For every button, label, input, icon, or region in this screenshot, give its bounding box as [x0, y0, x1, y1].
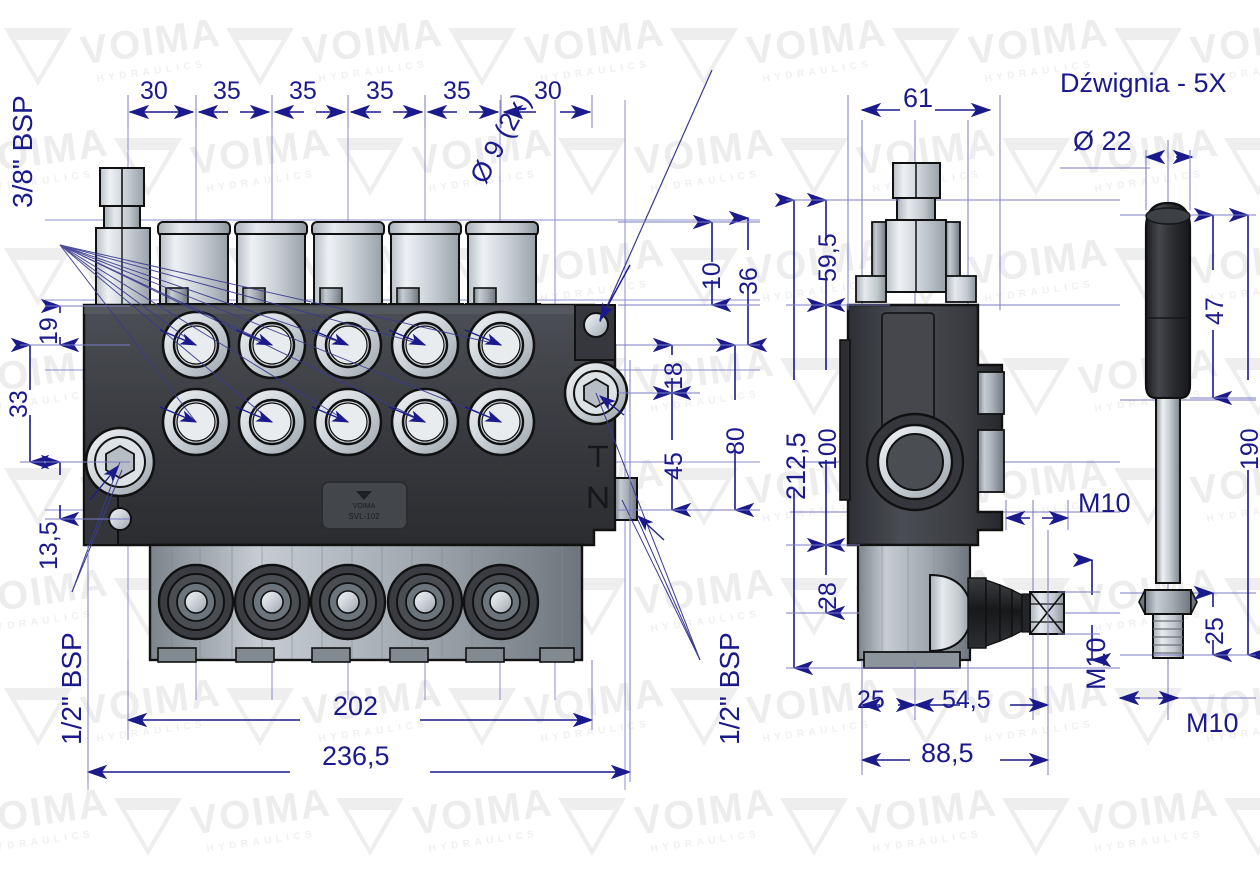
dim-190: 190: [1236, 428, 1260, 470]
label-hole-dia: Ø 9 (2x): [464, 87, 537, 189]
dim-top-2: 35: [213, 77, 241, 105]
dim-top-1: 30: [140, 77, 168, 105]
dim-knob-dia: Ø 22: [1073, 126, 1132, 156]
port-marking-N: [588, 486, 608, 509]
dim-25: 25: [857, 686, 885, 714]
dim-59-5: 59,5: [814, 233, 842, 282]
dim-18: 18: [660, 362, 688, 390]
label-m10-top: M10: [1078, 488, 1131, 518]
dim-45: 45: [660, 452, 688, 480]
dim-top-5: 35: [443, 77, 471, 105]
dim-28: 28: [814, 582, 842, 610]
dim-54-5: 54,5: [942, 686, 991, 714]
label-12-bsp-left: 1/2" BSP: [56, 632, 87, 745]
dim-100: 100: [814, 428, 842, 470]
dim-19: 19: [35, 317, 63, 345]
dim-47: 47: [1201, 297, 1229, 325]
port-marking-T: [588, 445, 608, 467]
label-m10-lever: M10: [1186, 708, 1239, 738]
dim-36: 36: [735, 267, 763, 295]
lever-title: Dźwignia - 5X: [1060, 68, 1227, 98]
dim-overall-width: 236,5: [322, 741, 390, 771]
dim-33: 33: [5, 390, 33, 418]
dim-212-5: 212,5: [781, 432, 811, 500]
dim-61: 61: [903, 83, 934, 113]
leader-lines-12bsp-left: [71, 461, 123, 593]
dim-10: 10: [698, 262, 726, 290]
dim-lines-lever: [1118, 149, 1260, 706]
dim-top-4: 35: [366, 77, 394, 105]
nameplate: VOIMA SVL-102: [321, 481, 408, 530]
label-38-bsp: 3/8" BSP: [7, 95, 38, 208]
label-m10-side: M10: [1081, 637, 1111, 690]
label-12-bsp-right: 1/2" BSP: [714, 632, 745, 745]
svg-text:SVL-102: SVL-102: [348, 512, 380, 521]
leader-line-hole: [599, 69, 713, 323]
dim-inner-width: 202: [333, 691, 379, 721]
dim-80: 80: [722, 427, 750, 455]
dim-25-lever: 25: [1201, 617, 1229, 645]
dim-13-5: 13,5: [35, 521, 63, 570]
svg-text:VOIMA: VOIMA: [353, 503, 376, 510]
dim-top-3: 35: [289, 77, 317, 105]
dim-top-6: 30: [534, 77, 562, 105]
dim-88-5: 88,5: [921, 738, 974, 768]
